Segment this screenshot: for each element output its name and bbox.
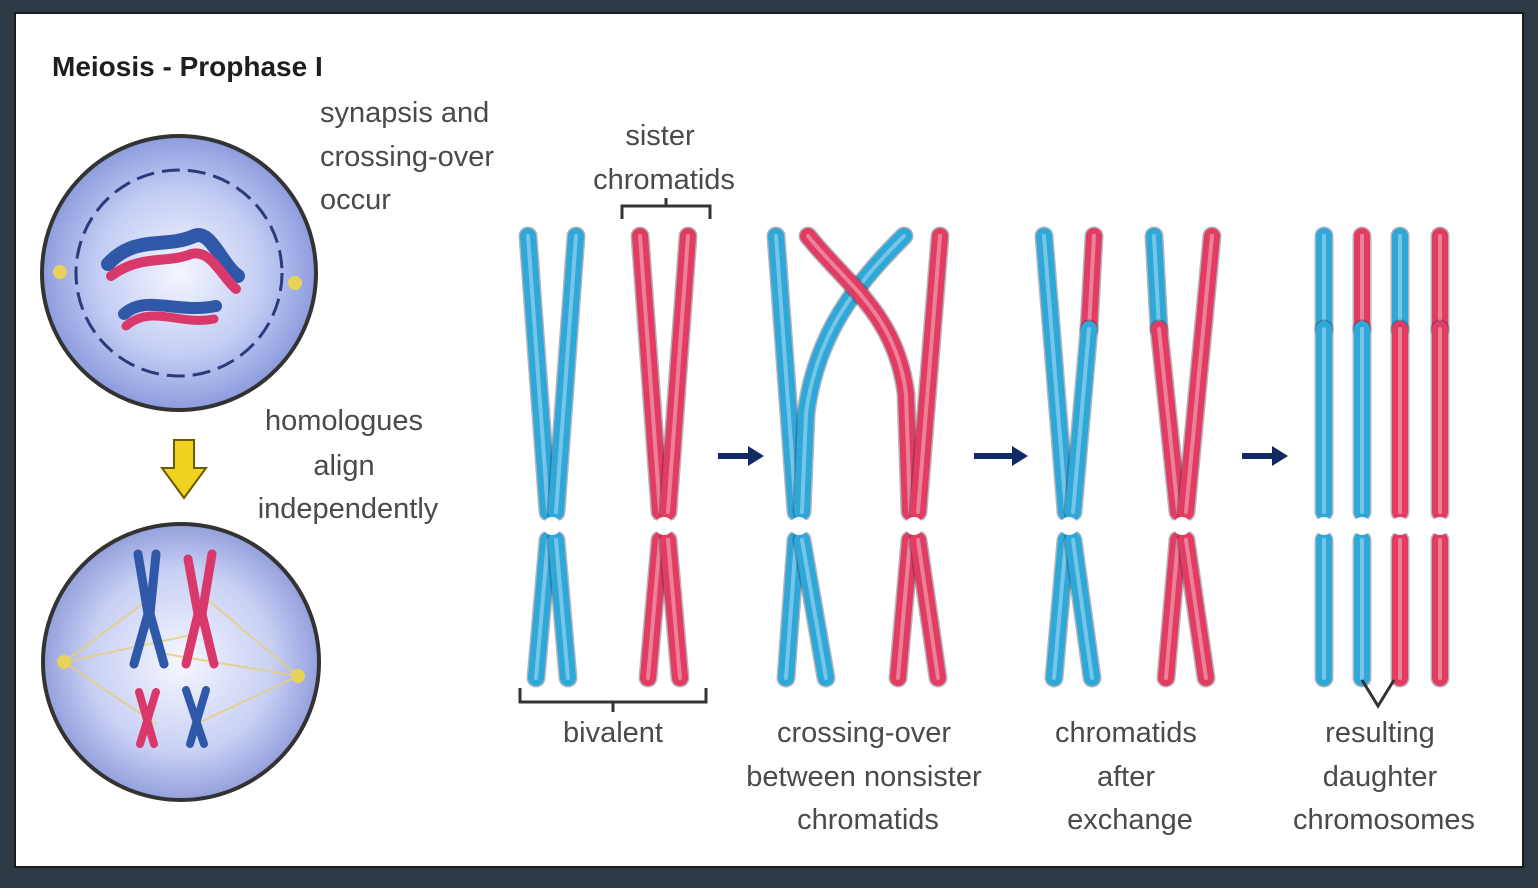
crossing-blue-left [776,236,796,678]
sister-bracket [622,198,710,219]
cell-synapsis [42,136,316,410]
label-crossing-over: crossing-over between nonsister chromati… [746,717,989,836]
bivalent-blue-chromatid-left [528,236,548,678]
cell-alignment [43,524,319,800]
after-blue-right-tip [1089,236,1094,329]
after-red-centromere [1173,517,1191,535]
process-arrow-2-icon [974,446,1028,466]
label-homologues: homologues align independently [258,405,439,525]
bivalent-red-centromere [655,517,673,535]
crossing-red-centromere [905,517,923,535]
diagram-title: Meiosis - Prophase I [52,51,323,82]
diagram-frame: Meiosis - Prophase I [14,12,1524,868]
after-blue-left [1044,236,1066,678]
after-blue-right [1073,329,1092,678]
label-after-exchange: chromatids after exchange [1055,717,1205,836]
daughter-2-centromere [1353,517,1371,535]
crossing-red-right [918,236,940,678]
after-red-right [1186,236,1212,678]
crossing-blue-centromere [790,517,808,535]
after-blue-centromere [1060,517,1078,535]
daughter-3-centromere [1391,517,1409,535]
crossing-blue-cross [802,236,904,678]
after-red-left-tip [1154,236,1159,329]
bivalent-blue-chromatid-right [556,236,576,678]
label-resulting: resulting daughter chromosomes [1293,717,1475,836]
label-bivalent: bivalent [563,717,663,749]
process-arrow-3-icon [1242,446,1288,466]
after-red-left [1159,329,1178,678]
daughter-4-centromere [1431,517,1449,535]
daughter-1-centromere [1315,517,1333,535]
process-arrow-1-icon [718,446,764,466]
bivalent-red-chromatid-right [668,236,688,678]
label-synapsis: synapsis and crossing-over occur [320,97,502,216]
bivalent-red-chromatid-left [640,236,660,678]
meiosis-diagram: Meiosis - Prophase I [16,14,1526,870]
bivalent-bracket [520,688,706,712]
yellow-down-arrow-icon [162,440,206,498]
bivalent-blue-centromere [543,517,561,535]
label-sister-chromatids: sister chromatids [593,120,735,196]
